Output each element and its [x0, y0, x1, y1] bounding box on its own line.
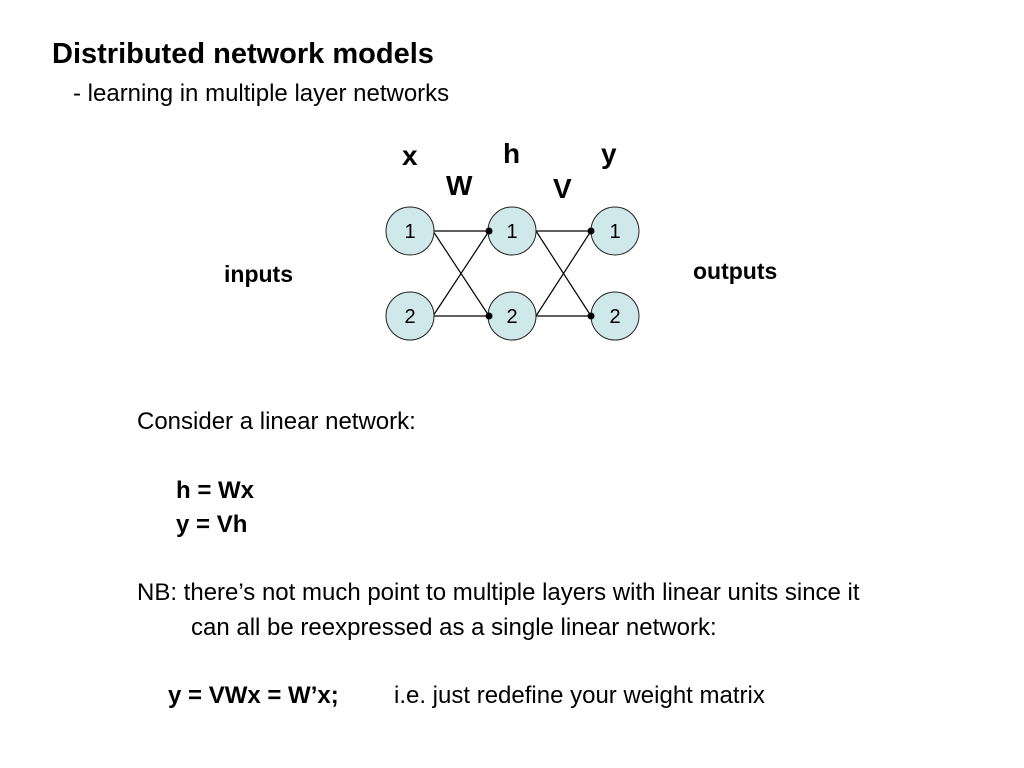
- output-node-2-label: 2: [609, 306, 620, 328]
- hidden-node-2-label: 2: [506, 306, 517, 328]
- output-node-1: 1: [590, 206, 640, 256]
- weight-label-v: V: [553, 173, 572, 204]
- input-node-1: 1: [385, 206, 435, 256]
- layer-label-x: x: [402, 140, 418, 171]
- intro-text: Consider a linear network:: [137, 408, 416, 435]
- hidden-node-2: 2: [487, 291, 537, 341]
- hidden-node-1: 1: [487, 206, 537, 256]
- output-node-1-label: 1: [609, 221, 620, 243]
- equation-y: y = Vh: [176, 511, 248, 538]
- final-equation: y = VWx = W’x;: [168, 682, 339, 709]
- nb-line-2: can all be reexpressed as a single linea…: [191, 614, 717, 641]
- junction-dot-h1: [485, 227, 493, 235]
- final-note: i.e. just redefine your weight matrix: [394, 682, 765, 709]
- inputs-label: inputs: [224, 261, 293, 287]
- edge-h2-y1: [535, 230, 592, 317]
- junction-dot-y1: [587, 227, 595, 235]
- equation-h: h = Wx: [176, 477, 255, 504]
- input-node-2-label: 2: [404, 306, 415, 328]
- edge-x2-h1: [432, 230, 490, 317]
- output-node-2: 2: [590, 291, 640, 341]
- junction-dot-y2: [587, 312, 595, 320]
- junction-dot-h2: [485, 312, 493, 320]
- slide-title: Distributed network models: [52, 38, 434, 70]
- slide-subtitle: - learning in multiple layer networks: [73, 80, 450, 107]
- input-node-1-label: 1: [404, 221, 415, 243]
- weight-label-w: W: [446, 170, 473, 201]
- nb-line-1: NB: there’s not much point to multiple l…: [137, 579, 860, 606]
- outputs-label: outputs: [693, 258, 778, 284]
- layer-label-h: h: [503, 138, 521, 169]
- layer-label-y: y: [601, 138, 617, 169]
- hidden-node-1-label: 1: [506, 221, 517, 243]
- input-node-2: 2: [385, 291, 435, 341]
